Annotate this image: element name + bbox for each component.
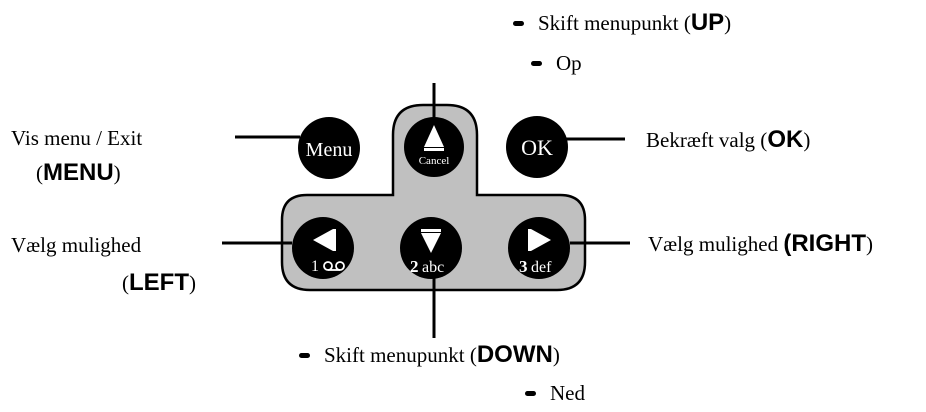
right-arrow-icon xyxy=(531,229,551,251)
menu-key[interactable]: Menu xyxy=(298,117,360,179)
bullet-icon xyxy=(299,352,310,358)
bullet-icon xyxy=(513,20,524,26)
cancel-key-label: Cancel xyxy=(419,155,450,167)
left-key-digit: 1 xyxy=(311,258,319,275)
up-arrow-bar-icon xyxy=(424,148,444,151)
voicemail-icon xyxy=(323,261,345,271)
menu-label-line1: Vis menu / Exit xyxy=(11,126,143,150)
up-cancel-key[interactable]: Cancel xyxy=(404,117,464,177)
menu-key-label: Menu xyxy=(306,139,353,161)
right-arrow-bar-icon xyxy=(528,229,531,251)
down-label: Skift menupunkt (DOWN) xyxy=(299,343,560,367)
ok-label: Bekræft valg (OK) xyxy=(646,126,811,153)
left-arrow-icon xyxy=(313,229,333,251)
down-arrow-icon xyxy=(421,233,441,253)
bullet-icon xyxy=(525,390,536,396)
left-arrow-bar-icon xyxy=(333,229,336,251)
up-sub-label: Op xyxy=(531,51,582,75)
bullet-icon xyxy=(531,60,542,66)
right-key[interactable]: 3 def xyxy=(508,217,570,279)
down-sub-label: Ned xyxy=(525,381,585,405)
ok-key[interactable]: OK xyxy=(506,116,568,178)
down-key[interactable]: 2 abc xyxy=(400,217,462,279)
left-label-line2: (LEFT) xyxy=(122,269,196,296)
down-arrow-bar-icon xyxy=(421,229,441,232)
up-label: Skift menupunkt (UP) xyxy=(513,11,731,35)
menu-label-line2: (MENU) xyxy=(36,159,121,186)
down-key-digit: 2 xyxy=(410,257,419,276)
right-key-letters: def xyxy=(531,259,552,276)
ok-key-label: OK xyxy=(521,135,553,160)
left-label-line1: Vælg mulighed xyxy=(11,233,142,257)
right-label: Vælg mulighed (RIGHT) xyxy=(648,230,873,257)
up-arrow-icon xyxy=(424,125,444,147)
right-key-digit: 3 xyxy=(519,257,528,276)
down-key-letters: abc xyxy=(422,259,444,276)
left-key[interactable]: 1 xyxy=(292,217,354,279)
